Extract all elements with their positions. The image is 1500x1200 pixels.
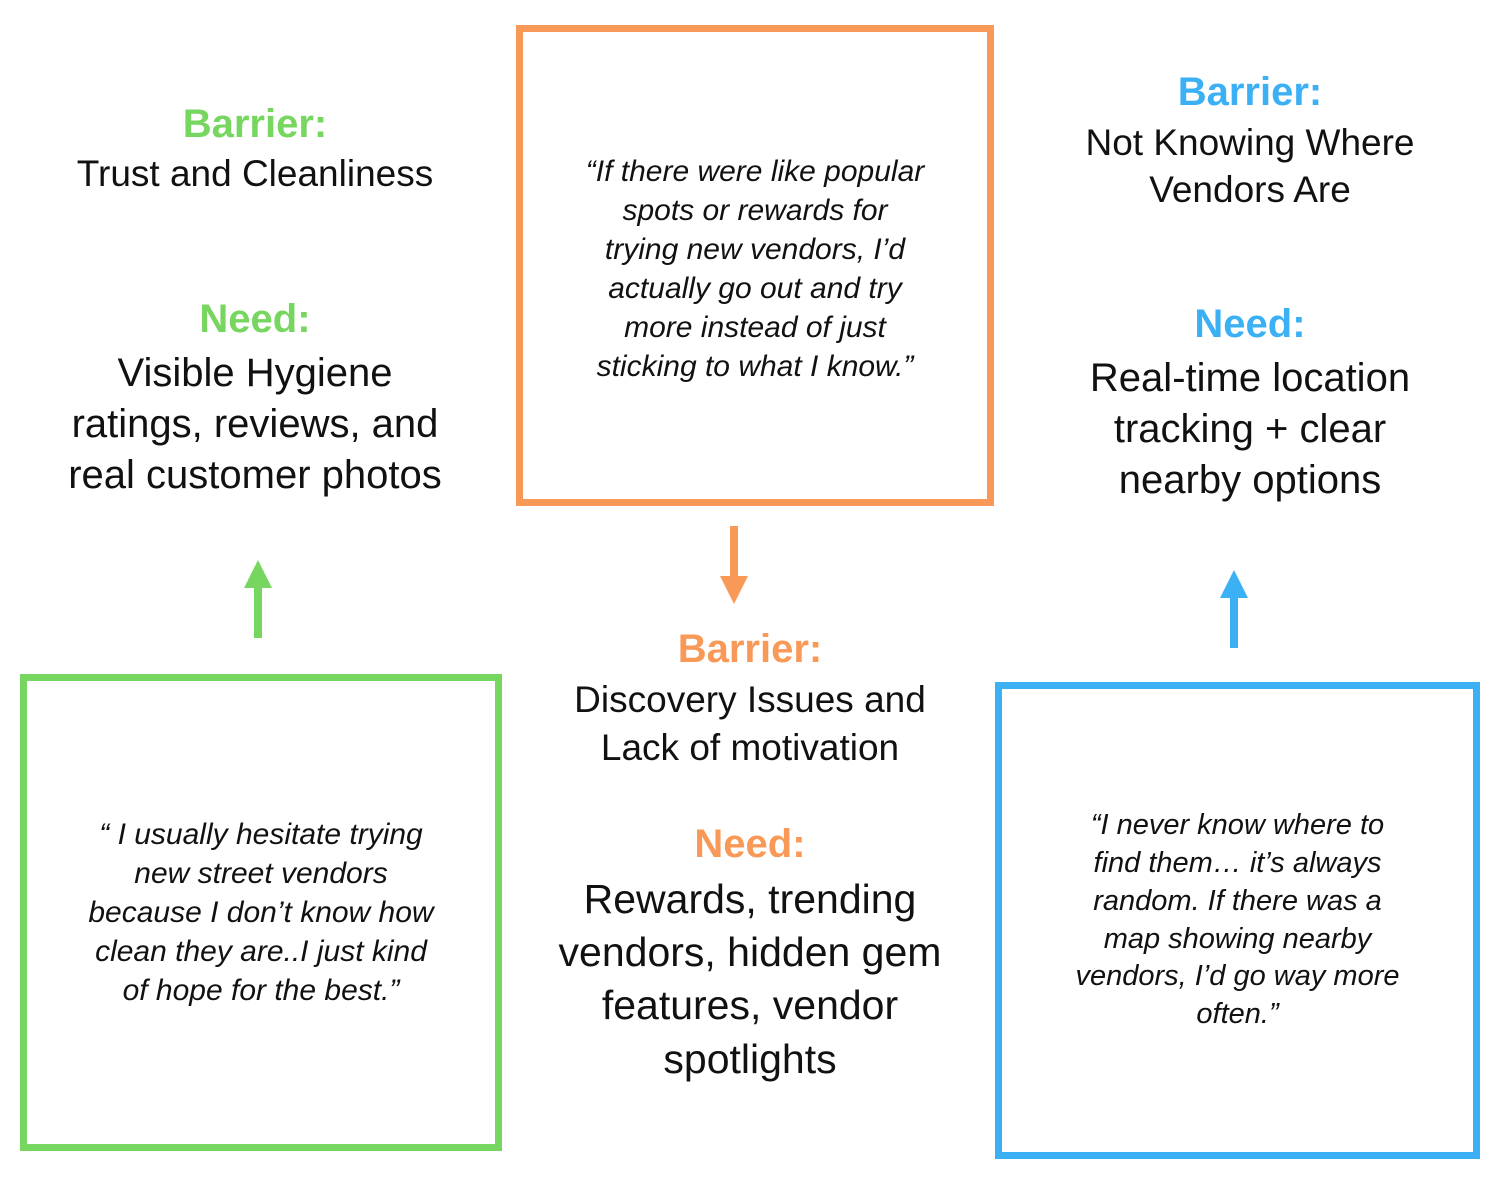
barrier-label-trust: Barrier: [182,102,328,146]
need-text-location: Real-time location tracking + clear near… [1089,355,1411,503]
barrier-text-location: Not Knowing Where Vendors Are [1085,121,1415,211]
arrow-up-icon-trust [236,558,280,645]
need-label-trust: Need: [199,297,311,341]
need-block-discovery: Need: Rewards, trending vendors, hidden … [500,820,1000,1086]
need-text-discovery: Rewards, trending vendors, hidden gem fe… [558,875,942,1082]
need-label-location: Need: [1194,302,1306,346]
need-block-trust: Need: Visible Hygiene ratings, reviews, … [0,295,510,501]
need-text-trust: Visible Hygiene ratings, reviews, and re… [68,350,442,498]
quote-card-location: “I never know where to find them… it’s a… [995,682,1480,1159]
arrow-down-icon-discovery [712,524,756,611]
barrier-block-trust: Barrier: Trust and Cleanliness [0,100,510,196]
quote-text-discovery: “If there were like popular spots or rew… [585,154,925,383]
barrier-text-discovery: Discovery Issues and Lack of motivation [574,678,926,768]
quote-text-location: “I never know where to find them… it’s a… [1075,809,1400,1030]
quote-card-discovery: “If there were like popular spots or rew… [516,25,994,506]
barrier-block-discovery: Barrier: Discovery Issues and Lack of mo… [500,625,1000,772]
quote-card-trust: “ I usually hesitate trying new street v… [20,674,502,1151]
arrow-up-icon-location [1212,568,1256,655]
barrier-text-trust: Trust and Cleanliness [76,152,434,194]
quote-text-trust: “ I usually hesitate trying new street v… [88,818,434,1007]
need-label-discovery: Need: [694,822,806,866]
need-block-location: Need: Real-time location tracking + clea… [1000,300,1500,506]
barrier-label-discovery: Barrier: [677,627,823,671]
barrier-block-location: Barrier: Not Knowing Where Vendors Are [1000,68,1500,214]
barrier-label-location: Barrier: [1177,70,1323,114]
